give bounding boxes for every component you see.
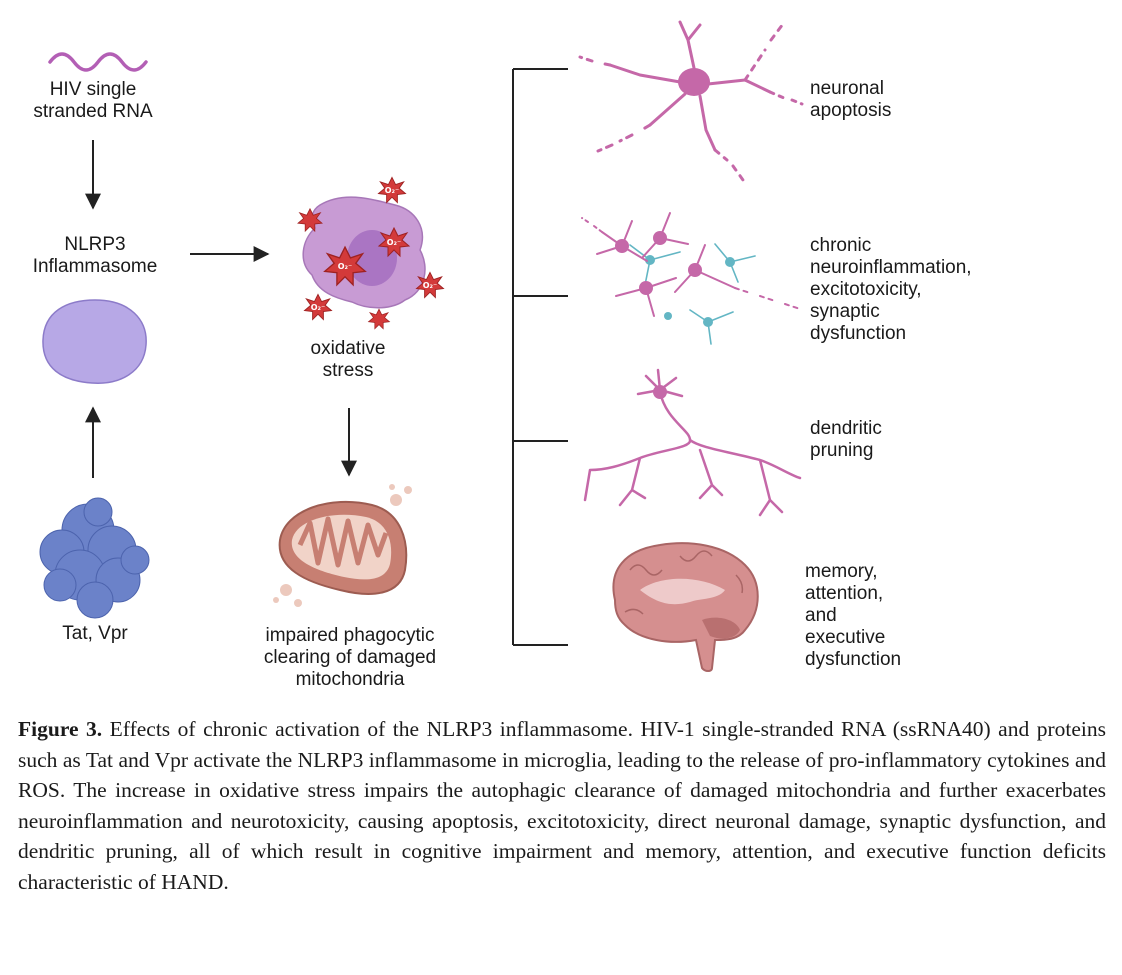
apoptotic-neuron-icon xyxy=(578,20,804,182)
label-oxidative-stress: oxidative stress xyxy=(310,338,386,381)
outcome-bracket xyxy=(512,68,568,646)
brain-icon xyxy=(612,542,759,672)
ros-symbol: O₂⁻ xyxy=(385,186,400,195)
microglia-cell-icon xyxy=(302,196,426,309)
neuron-network-icon xyxy=(581,212,801,345)
ros-symbol: O₂⁻ xyxy=(311,303,326,312)
label-impaired-clearing: impaired phagocytic clearing of damaged … xyxy=(263,625,437,690)
inflammasome-icon xyxy=(42,299,147,384)
ros-symbol: O₂⁻ xyxy=(338,262,353,271)
ros-symbols: O₂⁻ O₂⁻ O₂⁻ O₂⁻ O₂⁻ xyxy=(311,186,438,312)
figure-caption: Figure 3. Effects of chronic activation … xyxy=(18,714,1106,897)
label-tat-vpr: Tat, Vpr xyxy=(62,623,128,644)
label-dendritic-pruning: dendritic pruning xyxy=(810,418,882,461)
pruned-neuron-icon xyxy=(583,368,802,517)
caption-text: Effects of chronic activation of the NLR… xyxy=(18,717,1106,894)
label-neuronal-apoptosis: neuronal apoptosis xyxy=(810,78,892,121)
ros-symbol: O₂⁻ xyxy=(387,238,402,247)
label-chronic-neuroinflammation: chronic neuroinflammation, excitotoxicit… xyxy=(810,235,972,344)
label-memory-dysfunction: memory, attention, and executive dysfunc… xyxy=(805,561,902,670)
figure-panel: O₂⁻ O₂⁻ O₂⁻ O₂⁻ O₂⁻ xyxy=(32,20,972,690)
caption-label: Figure 3. xyxy=(18,717,103,741)
damaged-mitochondria-icon xyxy=(273,484,412,607)
rna-wave-icon xyxy=(48,52,148,72)
ros-symbol: O₂⁻ xyxy=(423,281,438,290)
label-hiv-rna: HIV single stranded RNA xyxy=(33,79,153,122)
tat-vpr-protein-icon xyxy=(39,497,150,619)
label-nlrp3-inflammasome: NLRP3 Inflammasome xyxy=(32,234,158,277)
figure-illustration: O₂⁻ O₂⁻ O₂⁻ O₂⁻ O₂⁻ xyxy=(39,20,804,672)
